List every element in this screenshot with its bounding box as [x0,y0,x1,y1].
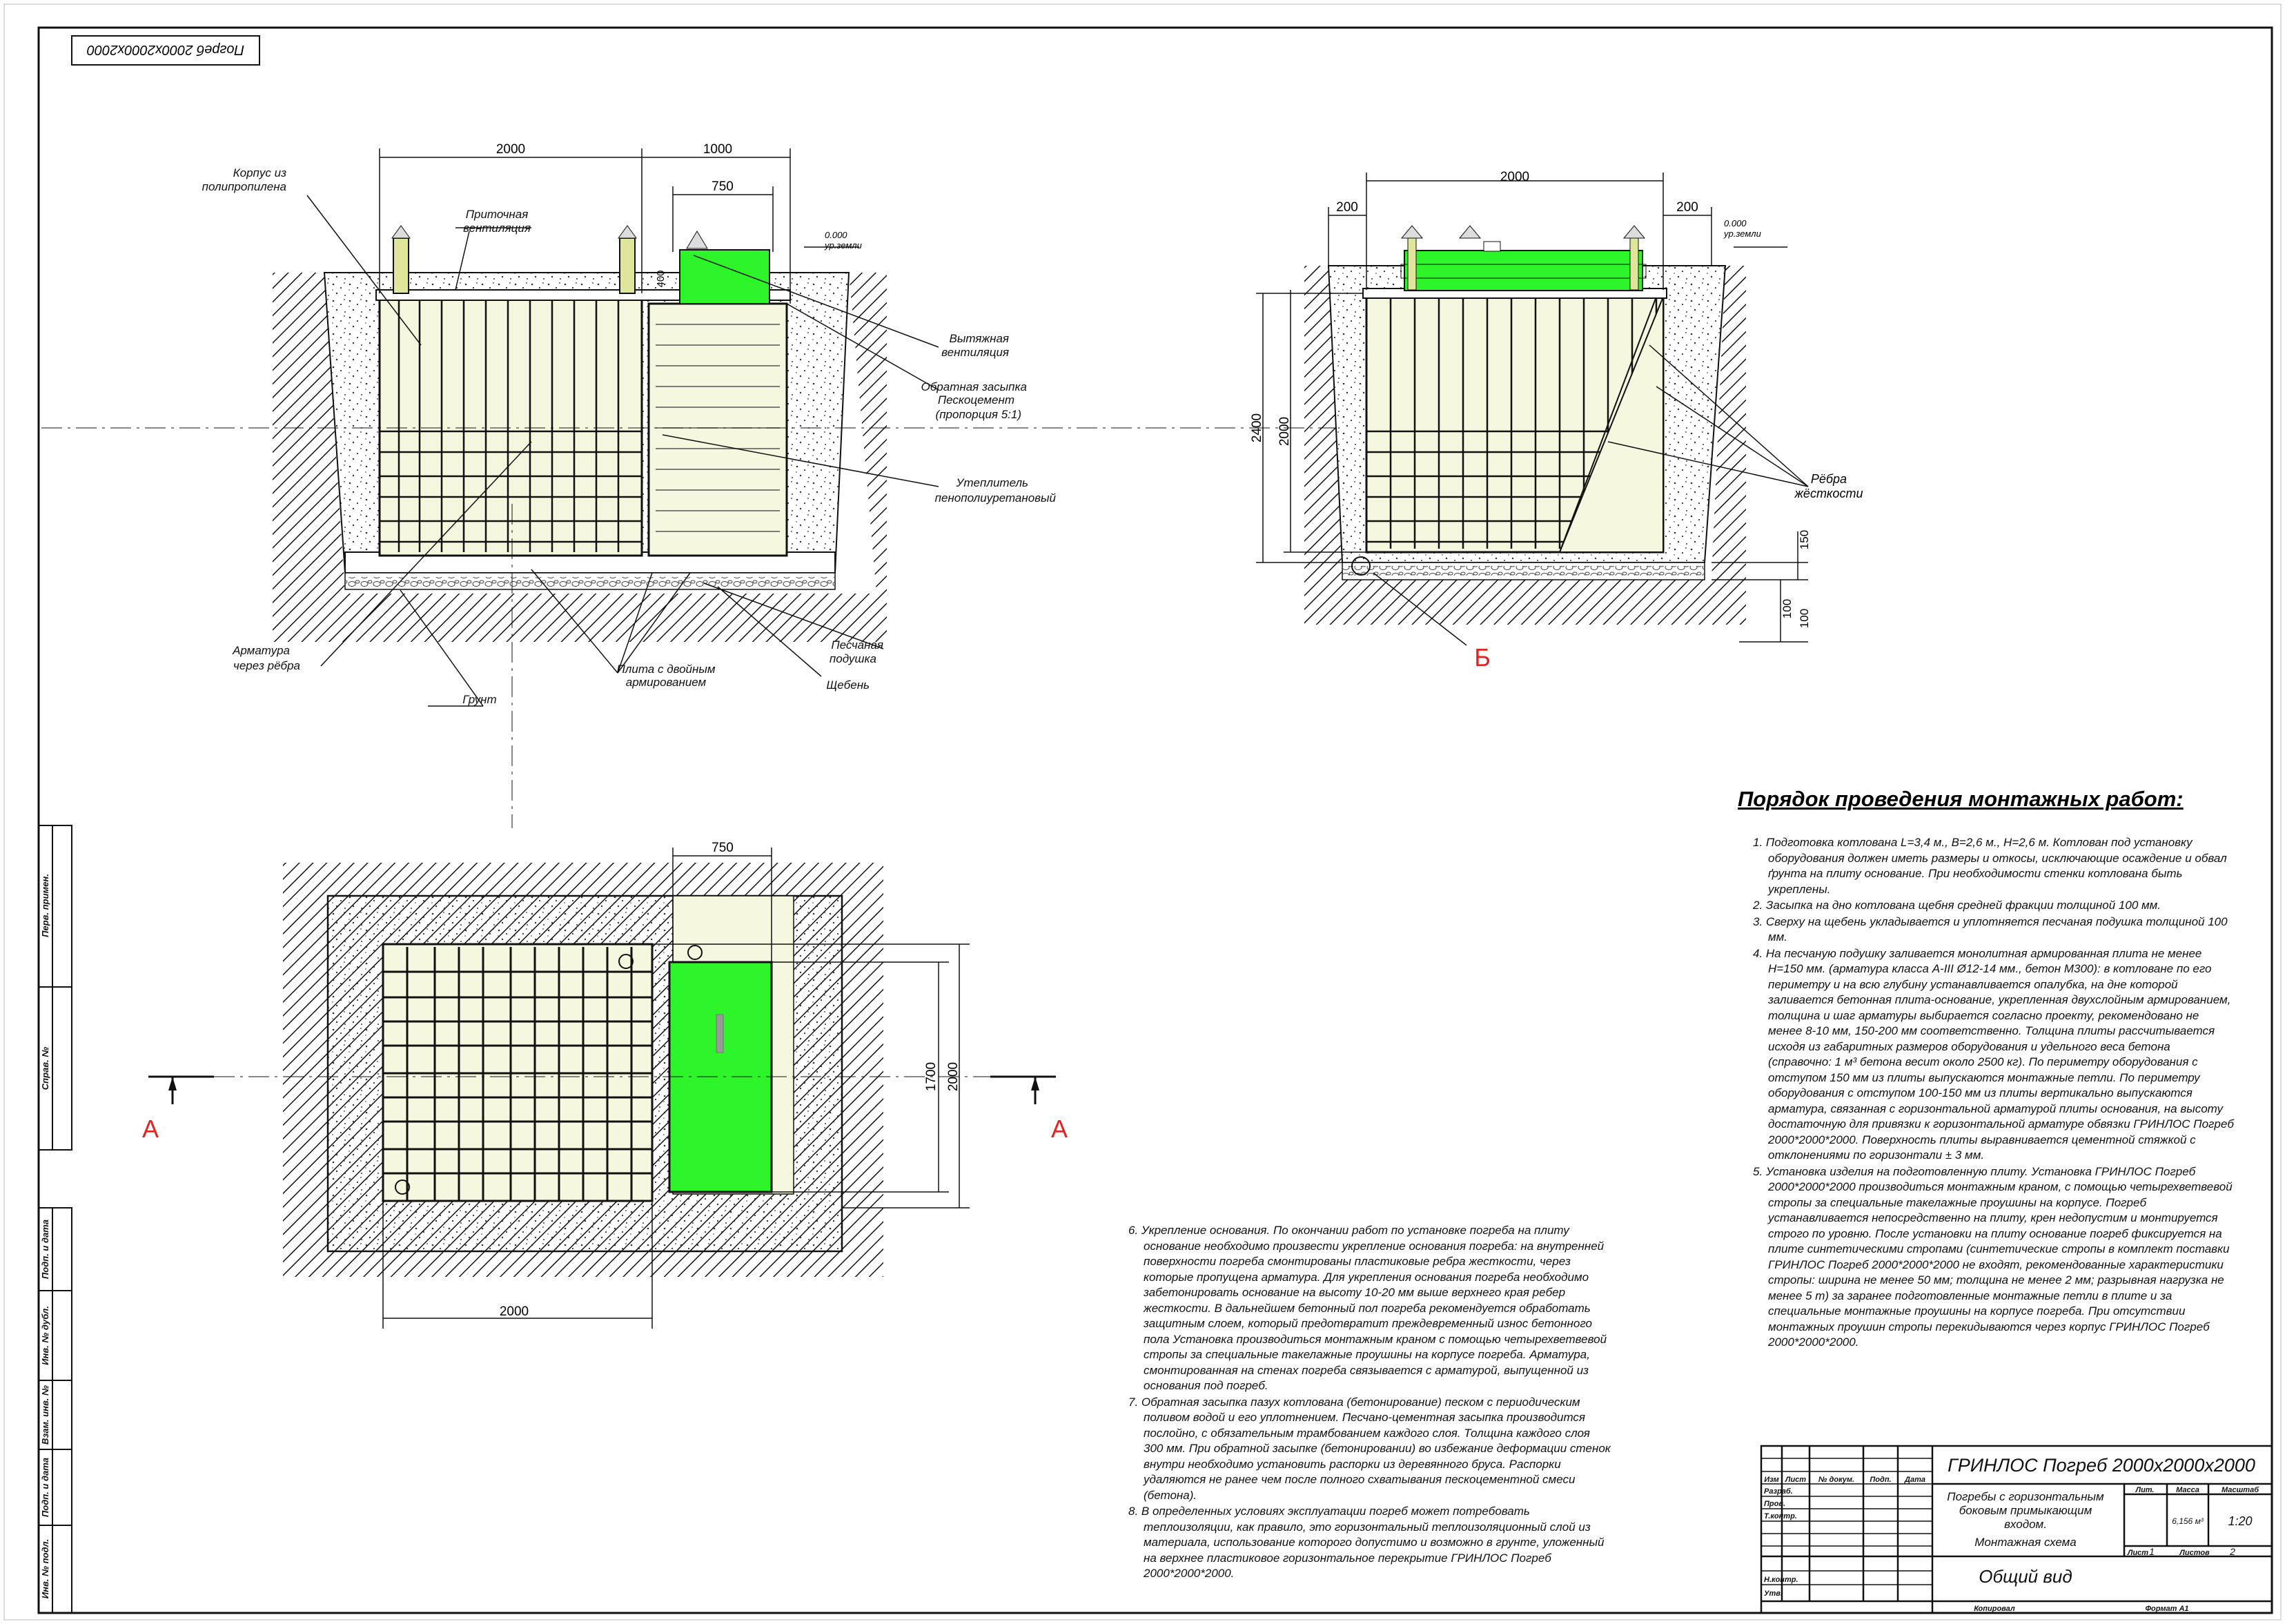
instructions-right: 1. Подготовка котлована L=3,4 м., B=2,6 … [1753,835,2236,1351]
step-6: 6. Укрепление основания. По окончании ра… [1128,1224,1607,1392]
tb-sheet-name: Общий вид [1979,1566,2072,1587]
label-backfill-2: Пескоцемент [938,393,1014,407]
dim-150: 150 [1798,530,1811,549]
tb-sheet-n: 1 [2149,1546,2155,1557]
dim-2000-right: 2000 [1500,170,1529,184]
side-stamp-5: Взам. инв. № [40,1385,50,1445]
step-7: 7. Обратная засыпка пазух котлована (бет… [1128,1395,1611,1502]
tb-row-ncontr: Н.контр. [1764,1576,1798,1584]
label-exhaust-1: Вытяжная [950,332,1010,345]
dim-1700: 1700 [924,1062,939,1091]
tb-sheet: Лист [2127,1549,2148,1557]
tb-row-appr: Утв. [1764,1589,1783,1598]
dim-100-a: 100 [1781,599,1794,618]
label-rebar-1: Арматура [232,644,290,657]
side-stamp [38,825,72,1614]
tb-row-check: Пров. [1764,1500,1785,1508]
tb-col-list: Лист [1785,1476,1806,1484]
tb-col-izm: Изм [1764,1476,1779,1484]
dim-2000-plan: 2000 [500,1304,529,1319]
side-stamp-1: Перв. примен. [40,874,50,937]
corner-stamp-text: Погреб 2000x2000x2000 [87,42,244,57]
tb-desc-1: Погребы с горизонтальным [1947,1490,2104,1503]
instructions-left: 6. Укрепление основания. По окончании ра… [1128,1223,1611,1583]
tb-col-date: Дата [1904,1476,1925,1484]
side-stamp-4: Инв. № дубл. [40,1306,50,1365]
label-sand-1: Песчаная [831,638,883,652]
instructions-heading: Порядок проведения монтажных работ: [1738,787,2184,811]
title-block [1760,1445,2273,1614]
tb-col-sign: Подп. [1870,1476,1891,1484]
dim-200-right: 200 [1676,200,1698,215]
label-insulation-2: пенополиуретановый [935,491,1057,505]
dim-1000: 1000 [703,142,732,157]
tb-scale-h: Масштаб [2222,1486,2259,1494]
tb-lit: Лит. [2135,1486,2155,1494]
section-side-view [273,225,887,642]
section-mark-a-right: А [1051,1115,1068,1143]
step-5: 5. Установка изделия на подготовленную п… [1753,1164,2233,1349]
tb-product: ГРИНЛОС Погреб 2000x2000x2000 [1948,1455,2255,1476]
tb-scale: 1:20 [2228,1514,2252,1528]
label-insulation-1: Утеплитель [956,476,1028,489]
tb-desc-4: Монтажная схема [1974,1536,2077,1549]
tb-row-dev: Разраб. [1764,1487,1793,1496]
dim-2000-vert: 2000 [1277,417,1292,446]
ground-label-left: ур.земли [824,240,862,251]
label-backfill-3: (пропорция 5:1) [936,408,1021,421]
label-ribs-2: жёсткости [1794,487,1863,500]
label-body-1: Корпус из [233,166,286,179]
section-front-view [1304,225,1746,625]
dim-750-top: 750 [712,179,734,194]
label-sand-2: подушка [830,652,876,665]
section-mark-b: Б [1474,643,1491,672]
side-stamp-2: Справ. № [40,1047,50,1090]
tb-mass-val: 6,156 м³ [2172,1516,2204,1526]
tb-mass: Масса [2176,1486,2199,1494]
label-body-2: полипропилена [202,180,286,193]
label-slab-1: Плита с двойным [616,663,715,676]
label-rebar-2: через рёбра [233,659,300,672]
label-supply-2: вентиляция [463,222,531,235]
plan-view [283,863,883,1277]
label-ground: Грунт [462,693,496,706]
tb-copied: Копировал [1974,1605,2015,1613]
side-stamp-7: Инв. № подл. [40,1539,50,1598]
dim-2400: 2400 [1250,413,1264,442]
label-backfill-1: Обратная засыпка [921,380,1027,393]
corner-stamp [71,35,260,66]
dim-400: 400 [655,270,667,287]
sheet-frame [37,26,2273,1614]
ground-level-left: 0.000 [825,230,847,240]
label-gravel: Щебень [826,678,870,692]
tb-format: Формат А1 [2145,1605,2188,1613]
step-2: 2. Засыпка на дно котлована щебня средне… [1753,899,2161,912]
label-supply-1: Приточная [466,208,529,221]
tb-sheets-n: 2 [2229,1546,2235,1557]
tb-row-tcontr: Т.контр. [1764,1512,1797,1520]
tb-sheets: Листов [2179,1549,2210,1557]
label-exhaust-2: вентиляция [941,346,1009,359]
label-slab-2: армированием [626,676,707,689]
label-ribs-1: Рёбра [1811,472,1847,486]
dim-100-b: 100 [1798,609,1811,628]
side-stamp-6: Подп. и дата [40,1458,50,1517]
dim-750-plan: 750 [712,841,734,855]
ground-label-right: ур.земли [1723,228,1761,239]
ground-level-right: 0.000 [1724,218,1747,228]
step-4: 4. На песчаную подушку заливается моноли… [1753,946,2234,1162]
section-mark-a-left: А [142,1115,159,1143]
dim-2000-left: 2000 [496,142,525,157]
step-8: 8. В определенных условиях эксплуатации … [1128,1505,1605,1580]
tb-desc-2: боковым примыкающим [1959,1504,2092,1517]
tb-col-doc: № докум. [1818,1476,1854,1484]
dim-200-left: 200 [1336,200,1358,215]
tb-desc-3: входом. [2004,1518,2047,1531]
step-3: 3. Сверху на щебень укладывается и уплот… [1753,914,2228,944]
step-1: 1. Подготовка котлована L=3,4 м., B=2,6 … [1753,836,2227,896]
side-stamp-3: Подп. и дата [40,1220,50,1279]
dim-2000-plan-vert: 2000 [946,1062,961,1091]
